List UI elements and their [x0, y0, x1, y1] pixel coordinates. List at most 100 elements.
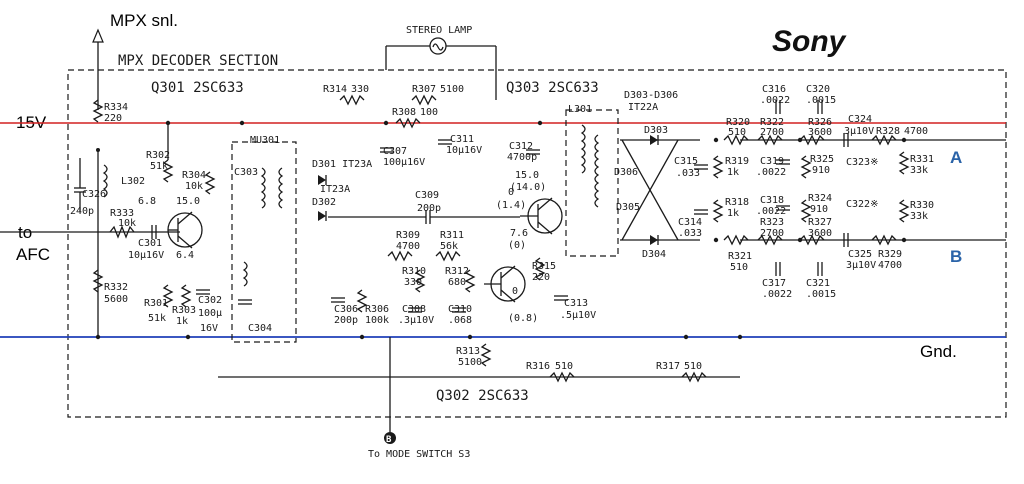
svg-text:R324: R324 — [808, 193, 832, 204]
svg-text:330: 330 — [404, 277, 422, 288]
resistor-r304: R304 10k — [182, 170, 216, 195]
capacitor-c307: C307 100μ16V — [380, 146, 425, 168]
svg-text:220: 220 — [104, 113, 122, 124]
capacitor-c315: C315 .033 — [674, 156, 708, 179]
resistor-r327: R327 3600 — [799, 217, 832, 246]
voltage-0-c: 0 — [512, 286, 518, 297]
svg-text:510: 510 — [555, 361, 573, 372]
d306-label: D306 — [614, 167, 638, 178]
svg-text:510: 510 — [684, 361, 702, 372]
capacitor-c309: C309 200p — [328, 190, 520, 224]
svg-text:R311: R311 — [440, 230, 464, 241]
svg-text:240p: 240p — [70, 206, 94, 217]
svg-text:R326: R326 — [808, 117, 832, 128]
resistor-r311: R311 56k — [435, 230, 464, 262]
svg-text:51k: 51k — [148, 313, 166, 324]
svg-text:910: 910 — [810, 204, 828, 215]
svg-text:100μ16V: 100μ16V — [383, 157, 425, 168]
svg-text:R323: R323 — [760, 217, 784, 228]
svg-text:R328: R328 — [876, 126, 900, 137]
capacitor-c308: C308 .3μ10V — [398, 304, 434, 326]
diode-d301: D301 IT23A — [312, 159, 372, 185]
svg-text:C326: C326 — [82, 189, 106, 200]
svg-text:.0022: .0022 — [762, 289, 792, 300]
svg-text:510: 510 — [728, 127, 746, 138]
svg-text:330: 330 — [351, 84, 369, 95]
resistor-r317: R317 510 — [656, 361, 707, 383]
resistor-r330: R330 33k — [898, 199, 934, 223]
capacitor-c321: C321 .0015 — [806, 262, 836, 300]
inductor-l302: L302 — [102, 164, 145, 198]
svg-text:33k: 33k — [910, 165, 928, 176]
svg-text:C314: C314 — [678, 217, 702, 228]
svg-text:R321: R321 — [728, 251, 752, 262]
resistor-r318: R318 1k — [712, 197, 749, 223]
svg-text:C317: C317 — [762, 278, 786, 289]
resistor-r326: R326 3600 — [799, 117, 832, 146]
svg-text:R309: R309 — [396, 230, 420, 241]
svg-text:C308: C308 — [402, 304, 426, 315]
output-b-label: B — [950, 247, 962, 266]
svg-text:3μ10V: 3μ10V — [844, 126, 874, 137]
voltage-6-4: 6.4 — [176, 250, 194, 261]
resistor-r312: R312 680 — [445, 266, 476, 293]
capacitor-c313: C313 .5μ10V — [554, 295, 596, 321]
resistor-r324: R324 910 — [800, 193, 832, 223]
svg-text:.0015: .0015 — [806, 289, 836, 300]
stereo-lamp-label: STEREO LAMP — [406, 25, 472, 36]
svg-text:.068: .068 — [448, 315, 472, 326]
resistor-r331: R331 33k — [898, 151, 934, 176]
output-a-label: A — [950, 148, 962, 167]
svg-text:C320: C320 — [806, 84, 830, 95]
svg-text:1k: 1k — [176, 316, 188, 327]
capacitor-c316: C316 .0022 — [760, 84, 790, 114]
resistor-r320: R320 510 — [723, 117, 750, 146]
svg-text:L302: L302 — [121, 176, 145, 187]
module-mu301 — [231, 141, 297, 343]
svg-text:C311: C311 — [450, 134, 474, 145]
svg-text:10μ16V: 10μ16V — [446, 145, 482, 156]
mode-switch-label: To MODE SWITCH S3 — [368, 449, 470, 460]
resistor-r313: R313 5100 — [456, 343, 492, 368]
resistor-r303: R303 1k — [172, 284, 196, 327]
svg-text:910: 910 — [812, 165, 830, 176]
svg-text:C309: C309 — [415, 190, 439, 201]
svg-text:100μ: 100μ — [198, 308, 222, 319]
svg-text:.0022: .0022 — [756, 206, 786, 217]
svg-text:.033: .033 — [676, 168, 700, 179]
resistor-r310: R310 330 — [402, 266, 426, 293]
svg-text:680: 680 — [448, 277, 466, 288]
resistor-r322: R322 2700 — [757, 117, 784, 146]
transistor-q301 — [167, 211, 203, 249]
svg-text:R332: R332 — [104, 282, 128, 293]
svg-text:R306: R306 — [365, 304, 389, 315]
junction-dots — [95, 120, 907, 340]
transistor-q303 — [520, 197, 563, 235]
junction-dot — [96, 148, 100, 152]
svg-text:R317: R317 — [656, 361, 680, 372]
svg-text:C325: C325 — [848, 249, 872, 260]
svg-text:C321: C321 — [806, 278, 830, 289]
resistor-r334: R334 220 — [92, 99, 128, 124]
svg-text:R308: R308 — [392, 107, 416, 118]
section-title: MPX DECODER SECTION — [118, 53, 278, 69]
svg-text:200p: 200p — [417, 203, 441, 214]
capacitor-c314: C314 .033 — [678, 209, 708, 239]
svg-text:4700: 4700 — [878, 260, 902, 271]
svg-text:220: 220 — [532, 272, 550, 283]
voltage-1-4: (1.4) — [496, 200, 526, 211]
svg-text:56k: 56k — [440, 241, 458, 252]
svg-text:5600: 5600 — [104, 294, 128, 305]
diodes-label: D303-D306 — [624, 90, 678, 101]
l301-label: L301 — [568, 104, 592, 115]
svg-text:.0022: .0022 — [760, 95, 790, 106]
svg-text:R318: R318 — [725, 197, 749, 208]
svg-text:10k: 10k — [118, 218, 136, 229]
voltage-7-6: 7.6 — [510, 228, 528, 239]
capacitor-c302: C302 100μ 16V — [196, 289, 222, 334]
svg-text:C315: C315 — [674, 156, 698, 167]
svg-text:C319: C319 — [760, 156, 784, 167]
inductor-l-c304: C304 — [238, 261, 272, 334]
mode-switch-marker — [384, 432, 396, 444]
resistor-r321: R321 510 — [723, 234, 752, 273]
